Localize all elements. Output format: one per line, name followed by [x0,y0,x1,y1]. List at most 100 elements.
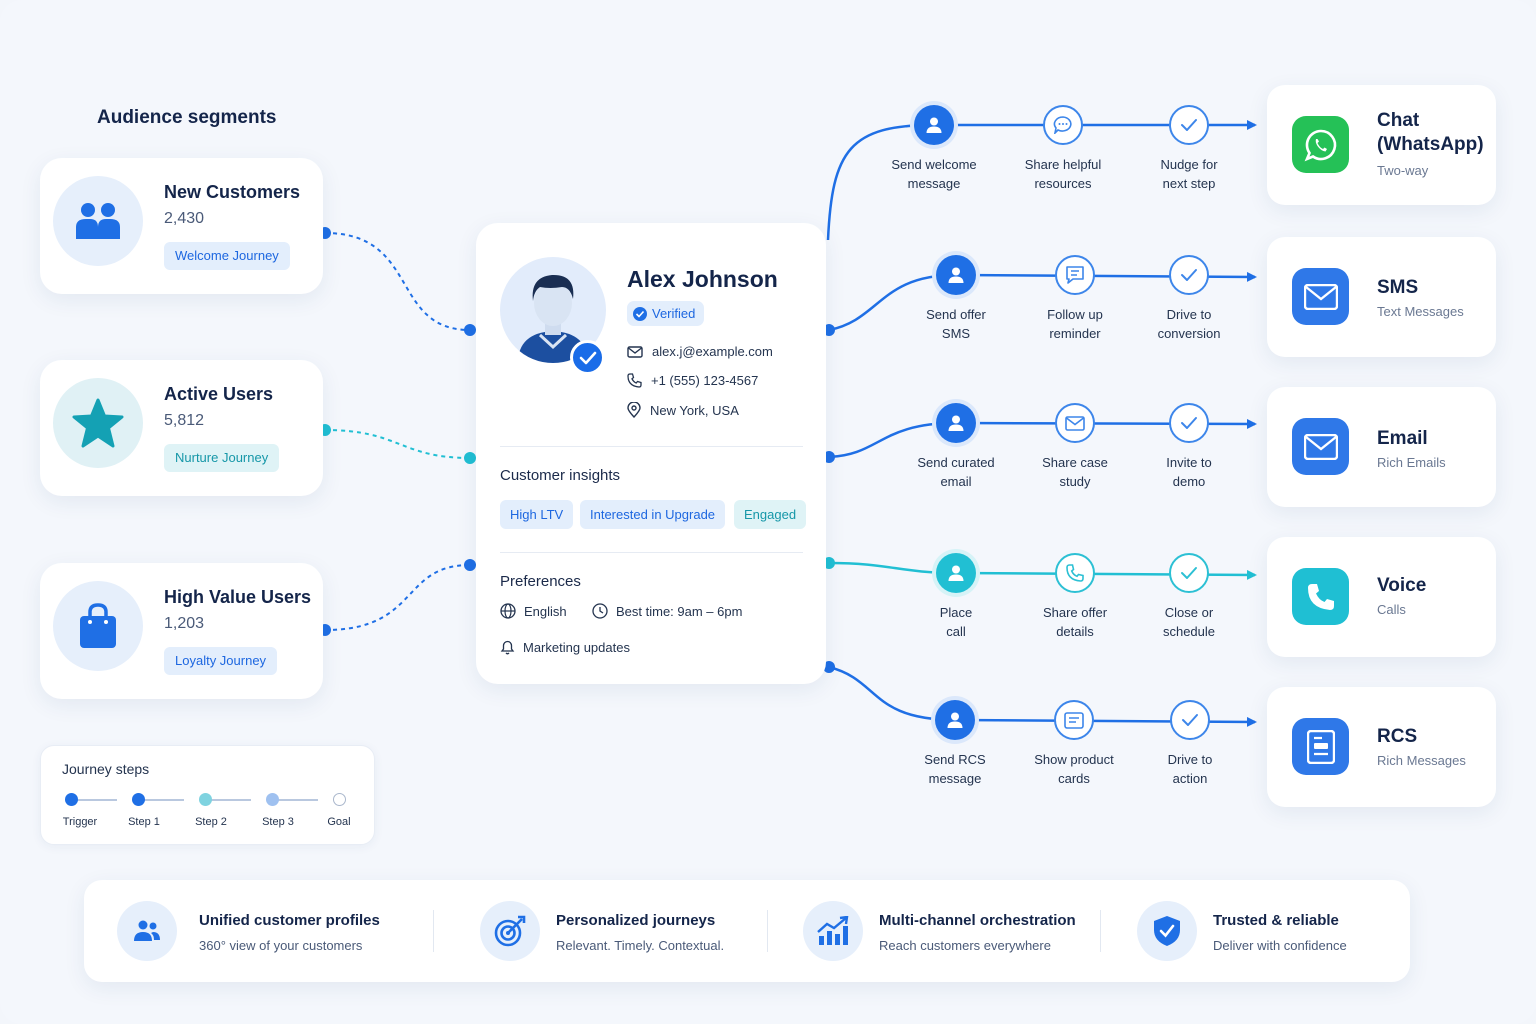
contact-email[interactable]: alex.j@example.com [627,344,773,359]
clock-icon [592,603,608,619]
verified-check-icon [570,340,605,375]
location-value: New York, USA [650,402,739,418]
user-icon[interactable] [936,553,976,593]
channel-card-email[interactable]: Email Rich Emails [1267,387,1496,507]
segment-card-high-value-users[interactable]: High Value Users 1,203 Loyalty Journey [40,563,323,699]
channel-card-voice[interactable]: Voice Calls [1267,537,1496,657]
user-icon[interactable] [936,403,976,443]
segment-count: 5,812 [164,412,205,429]
phone-value: +1 (555) 123-4567 [651,373,759,388]
pref-language: English [500,603,567,619]
feature-subtitle: Relevant. Timely. Contextual. [556,938,725,953]
bell-icon [500,640,515,655]
legend-label: Step 2 [195,816,227,828]
check-icon[interactable] [1169,255,1209,295]
feature-title: Unified customer profiles [199,912,380,929]
divider [433,910,434,952]
channel-name: Chat (WhatsApp) [1377,110,1484,155]
journey-step-label: Nudge for next step [1160,157,1218,191]
journey-step-label: Close or schedule [1162,605,1216,639]
check-icon[interactable] [1170,700,1210,740]
journey-badge[interactable]: Nurture Journey [164,444,280,472]
legend-connector [278,799,318,801]
insight-tag[interactable]: Interested in Upgrade [580,500,726,529]
journey-step-label: Place call [939,605,973,639]
verified-label: Verified [652,306,696,321]
customer-profile-card[interactable]: Alex Johnson Verified alex.j@example.com… [476,223,826,684]
phone-icon[interactable] [1055,553,1095,593]
chat-bubble-icon[interactable] [1043,105,1083,145]
pref-marketing: Marketing updates [500,639,630,655]
legend-connector [211,799,251,801]
journey-steps-legend: Journey steps Trigger Step 1 Step 2 Step… [40,745,375,845]
customer-name: Alex Johnson [627,266,778,292]
language-value: English [524,603,567,619]
journey-step-label: Send welcome message [891,157,977,191]
check-circle-icon [633,306,647,321]
message-icon[interactable] [1055,255,1095,295]
email-value: alex.j@example.com [652,344,773,359]
journey-step-label: Invite to demo [1166,455,1212,489]
legend-dot-trigger [65,793,78,806]
journey-badge[interactable]: Welcome Journey [164,242,290,270]
pref-best-time: Best time: 9am – 6pm [592,603,742,619]
people-icon [53,176,143,266]
journey-step-label: Drive to conversion [1157,307,1221,341]
feature-subtitle: 360° view of your customers [199,938,363,953]
channel-subtitle: Text Messages [1377,304,1464,319]
segments-title: Audience segments [97,107,277,128]
contact-phone[interactable]: +1 (555) 123-4567 [627,373,758,388]
journey-step-label: Share offer details [1042,605,1108,639]
channel-card-whatsapp[interactable]: Chat (WhatsApp) Two-way [1267,85,1496,205]
journey-step-label: Send RCS message [924,752,986,786]
shield-check-icon [1137,901,1197,961]
phone-icon [627,373,642,388]
people-icon [117,901,177,961]
target-icon [480,901,540,961]
user-icon[interactable] [935,700,975,740]
journey-step-label: Follow up reminder [1047,307,1103,341]
legend-label: Goal [327,816,351,828]
journey-step-label: Send offer SMS [926,307,986,341]
channel-subtitle: Calls [1377,602,1406,617]
journey-badge[interactable]: Loyalty Journey [164,647,278,675]
segment-name: Active Users [164,384,274,404]
legend-label: Trigger [62,816,98,828]
best-time-value: Best time: 9am – 6pm [616,603,743,619]
insight-tag[interactable]: Engaged [734,500,807,529]
legend-dot-step2 [199,793,212,806]
segment-card-active-users[interactable]: Active Users 5,812 Nurture Journey [40,360,323,496]
check-icon[interactable] [1169,553,1209,593]
card-icon[interactable] [1054,700,1094,740]
journey-step-label: Share helpful resources [1024,157,1102,191]
insight-tag[interactable]: High LTV [500,500,574,529]
segment-name: High Value Users [164,587,312,607]
channel-name: SMS [1377,277,1419,298]
channel-name: Voice [1377,575,1427,596]
channel-subtitle: Two-way [1377,163,1429,178]
star-icon [53,378,143,468]
marketing-value: Marketing updates [523,639,630,655]
mail-icon [627,345,643,358]
channel-card-rcs[interactable]: RCS Rich Messages [1267,687,1496,807]
growth-chart-icon [803,901,863,961]
legend-connector [144,799,184,801]
legend-label: Step 3 [262,816,294,828]
divider [767,910,768,952]
legend-dot-goal [333,793,346,806]
envelope-icon[interactable] [1055,403,1095,443]
check-icon[interactable] [1169,105,1209,145]
channel-card-sms[interactable]: SMS Text Messages [1267,237,1496,357]
divider [1100,910,1101,952]
channel-name: RCS [1377,726,1418,747]
rcs-card-icon [1292,718,1349,775]
check-icon[interactable] [1169,403,1209,443]
feature-subtitle: Reach customers everywhere [879,938,1051,953]
user-icon[interactable] [914,105,954,145]
feature-title: Trusted & reliable [1213,912,1339,929]
segment-card-new-customers[interactable]: New Customers 2,430 Welcome Journey [40,158,323,294]
feature-title: Personalized journeys [556,912,716,929]
user-icon[interactable] [936,255,976,295]
legend-dot-step3 [266,793,279,806]
journey-step-label: Drive to action [1167,752,1213,786]
